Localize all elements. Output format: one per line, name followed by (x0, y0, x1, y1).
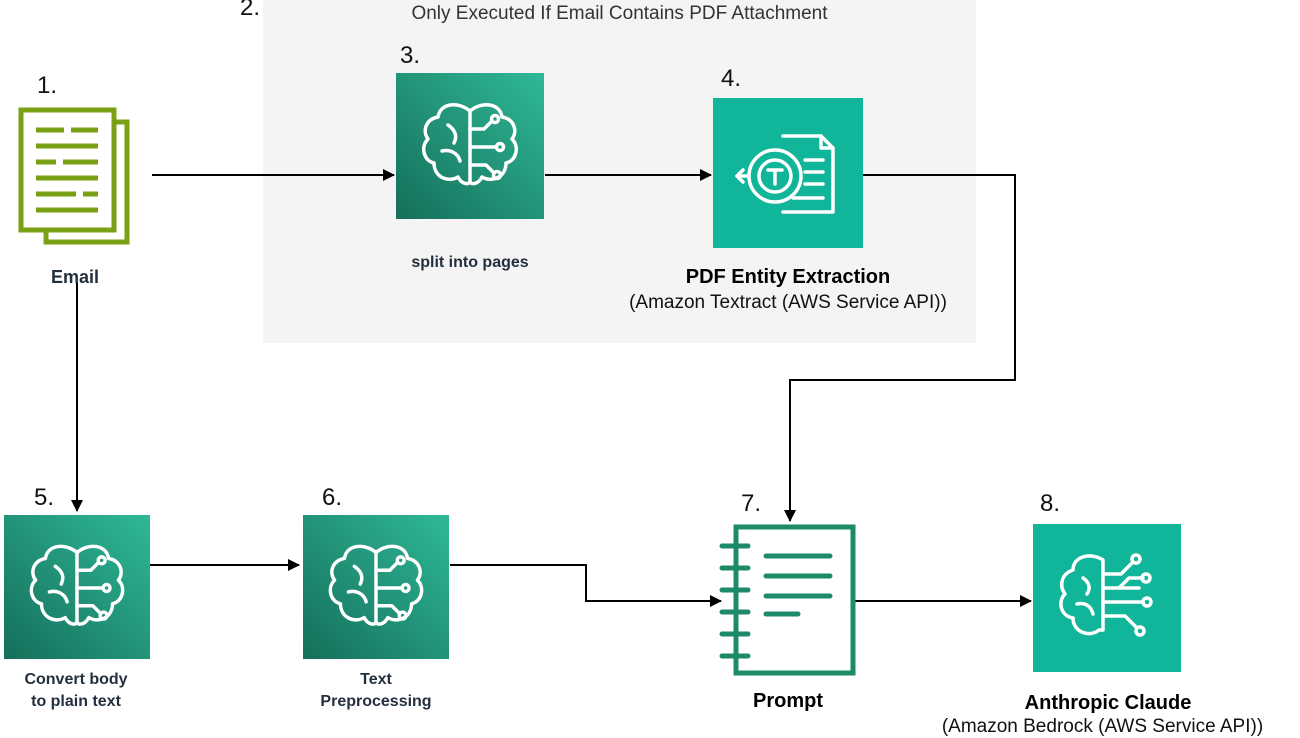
group-caption: Only Executed If Email Contains PDF Atta… (411, 3, 828, 24)
prompt-number: 7. (741, 490, 762, 517)
preprocess-label: Text Preprocessing (296, 669, 456, 713)
email-number: 1. (37, 72, 58, 99)
claude-sublabel: (Amazon Bedrock (AWS Service API)) (941, 716, 1264, 737)
convert-number: 5. (34, 484, 55, 511)
convert-label: Convert body to plain text (0, 669, 152, 713)
bedrock-brain-icon (1033, 524, 1181, 672)
brain-icon (396, 73, 544, 219)
brain-icon (303, 514, 449, 660)
convert-label-line1: Convert body (24, 671, 128, 688)
claude-label: Anthropic Claude (1024, 692, 1192, 714)
split-number: 3. (400, 42, 421, 69)
claude-number: 8. (1040, 490, 1061, 517)
pdf-label: PDF Entity Extraction (685, 266, 891, 288)
split-label: split into pages (411, 254, 529, 271)
convert-label-line2: to plain text (31, 693, 121, 710)
notebook-icon (718, 524, 858, 676)
brain-icon (4, 514, 150, 660)
group-number: 2. (240, 0, 261, 21)
textract-icon (713, 98, 863, 248)
pdf-sublabel: (Amazon Textract (AWS Service API)) (629, 292, 947, 313)
preprocess-number: 6. (322, 484, 343, 511)
preprocess-label-line2: Preprocessing (320, 693, 432, 710)
arrow-pdf-to-prompt (784, 174, 1016, 522)
arrow-preprocess-to-prompt (450, 564, 722, 607)
email-label: Email (50, 267, 100, 287)
pdf-number: 4. (721, 65, 742, 92)
prompt-label: Prompt (753, 690, 823, 712)
document-stack-icon (16, 105, 134, 245)
preprocess-label-line1: Text (360, 671, 392, 688)
